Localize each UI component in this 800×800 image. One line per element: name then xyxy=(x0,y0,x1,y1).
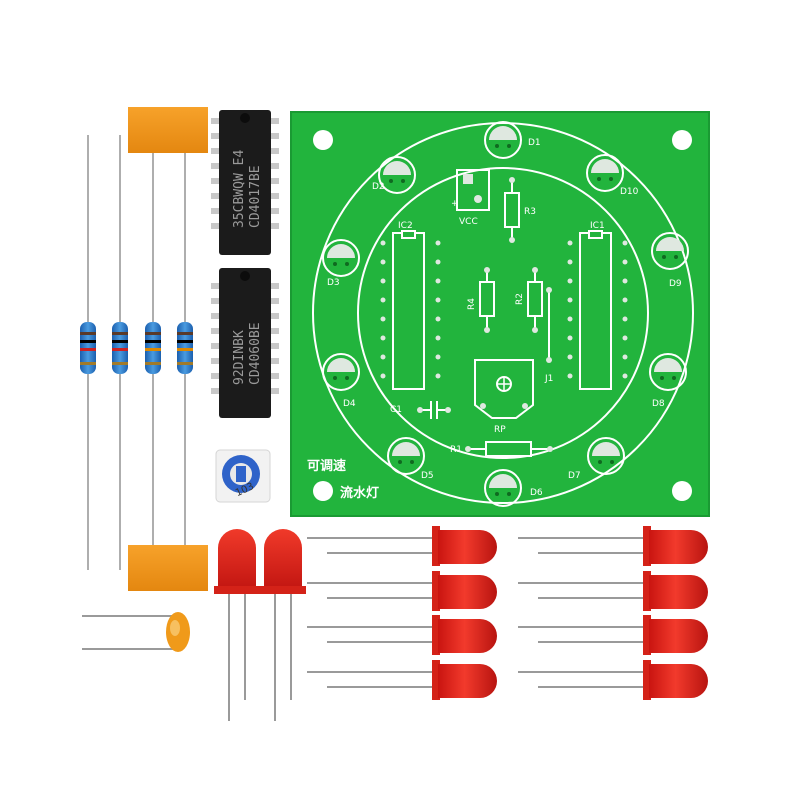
resistor-footprint: R3 xyxy=(504,177,536,243)
mounting-hole xyxy=(313,130,333,150)
led-horizontal xyxy=(518,615,708,655)
led-horizontal xyxy=(518,571,708,611)
led-label: D4 xyxy=(343,399,356,409)
led-label: D9 xyxy=(669,279,682,289)
led-horizontal xyxy=(307,526,497,566)
led-label: D3 xyxy=(327,278,340,288)
ref-label: RP xyxy=(494,425,506,435)
axial-component-strip xyxy=(87,135,186,570)
ic-footprint: IC2 xyxy=(380,221,441,390)
potentiometer-footprint: RP xyxy=(474,359,534,435)
ref-label: J1 xyxy=(544,374,553,384)
ceramic-capacitor xyxy=(82,612,190,652)
board-title-line1: 可调速 xyxy=(307,458,346,474)
ref-label: R4 xyxy=(467,298,477,310)
trimmer-potentiometer: 103 xyxy=(215,449,271,503)
ref-label: IC2 xyxy=(398,221,413,231)
resistor xyxy=(112,322,128,374)
vcc-connector: + VCC xyxy=(451,169,490,227)
pcb-board: D1 D2 D3 D4 D5 D6 D7 D8 D9 D10 IC2 xyxy=(290,111,710,517)
led-horizontal xyxy=(307,615,497,655)
ref-label: R1 xyxy=(450,445,462,455)
resistor-footprint: R4 xyxy=(467,267,495,333)
led-vertical xyxy=(214,529,260,721)
led-horizontal xyxy=(518,660,708,700)
led-label: D8 xyxy=(652,399,665,409)
resistor xyxy=(145,322,161,374)
ref-label: R3 xyxy=(524,207,536,217)
led-label: D5 xyxy=(421,471,434,481)
ic-chip-cd4017: 35CBWQW E4 CD4017BE xyxy=(211,110,279,255)
led-label: D6 xyxy=(530,488,543,498)
chip-part-number: CD4060BE xyxy=(248,322,263,385)
ic-chip-cd4060: 92DINBK CD4060BE xyxy=(211,268,279,418)
paper-tape-bottom xyxy=(128,545,208,591)
mounting-hole xyxy=(672,481,692,501)
led-horizontal xyxy=(307,571,497,611)
capacitor-footprint: C1 xyxy=(390,401,451,419)
chip-marking: 92DINBK xyxy=(232,330,247,385)
ref-label: VCC xyxy=(459,217,478,227)
led-horizontal xyxy=(518,526,708,566)
board-title-line2: 流水灯 xyxy=(340,485,379,501)
led-footprint xyxy=(322,121,689,507)
led-label: D10 xyxy=(620,187,639,197)
ref-label: C1 xyxy=(390,405,402,415)
resistor xyxy=(80,322,96,374)
mounting-hole xyxy=(672,130,692,150)
paper-tape-top xyxy=(128,107,208,153)
jumper: J1 xyxy=(544,287,553,384)
ic-footprint: IC1 xyxy=(567,221,628,390)
led-label: D2 xyxy=(372,182,385,192)
chip-part-number: CD4017BE xyxy=(248,165,263,228)
chip-marking: 35CBWQW E4 xyxy=(232,150,247,228)
led-label: D1 xyxy=(528,138,541,148)
ref-label: IC1 xyxy=(590,221,605,231)
mounting-hole xyxy=(313,481,333,501)
ref-label: R2 xyxy=(515,293,525,305)
resistor-footprint: R2 xyxy=(515,267,543,333)
plus-label: + xyxy=(451,199,459,209)
led-vertical xyxy=(260,529,306,721)
led-horizontal xyxy=(307,660,497,700)
resistors xyxy=(80,322,193,374)
led-label: D7 xyxy=(568,471,581,481)
resistor xyxy=(177,322,193,374)
resistor-footprint: R1 xyxy=(450,441,553,457)
